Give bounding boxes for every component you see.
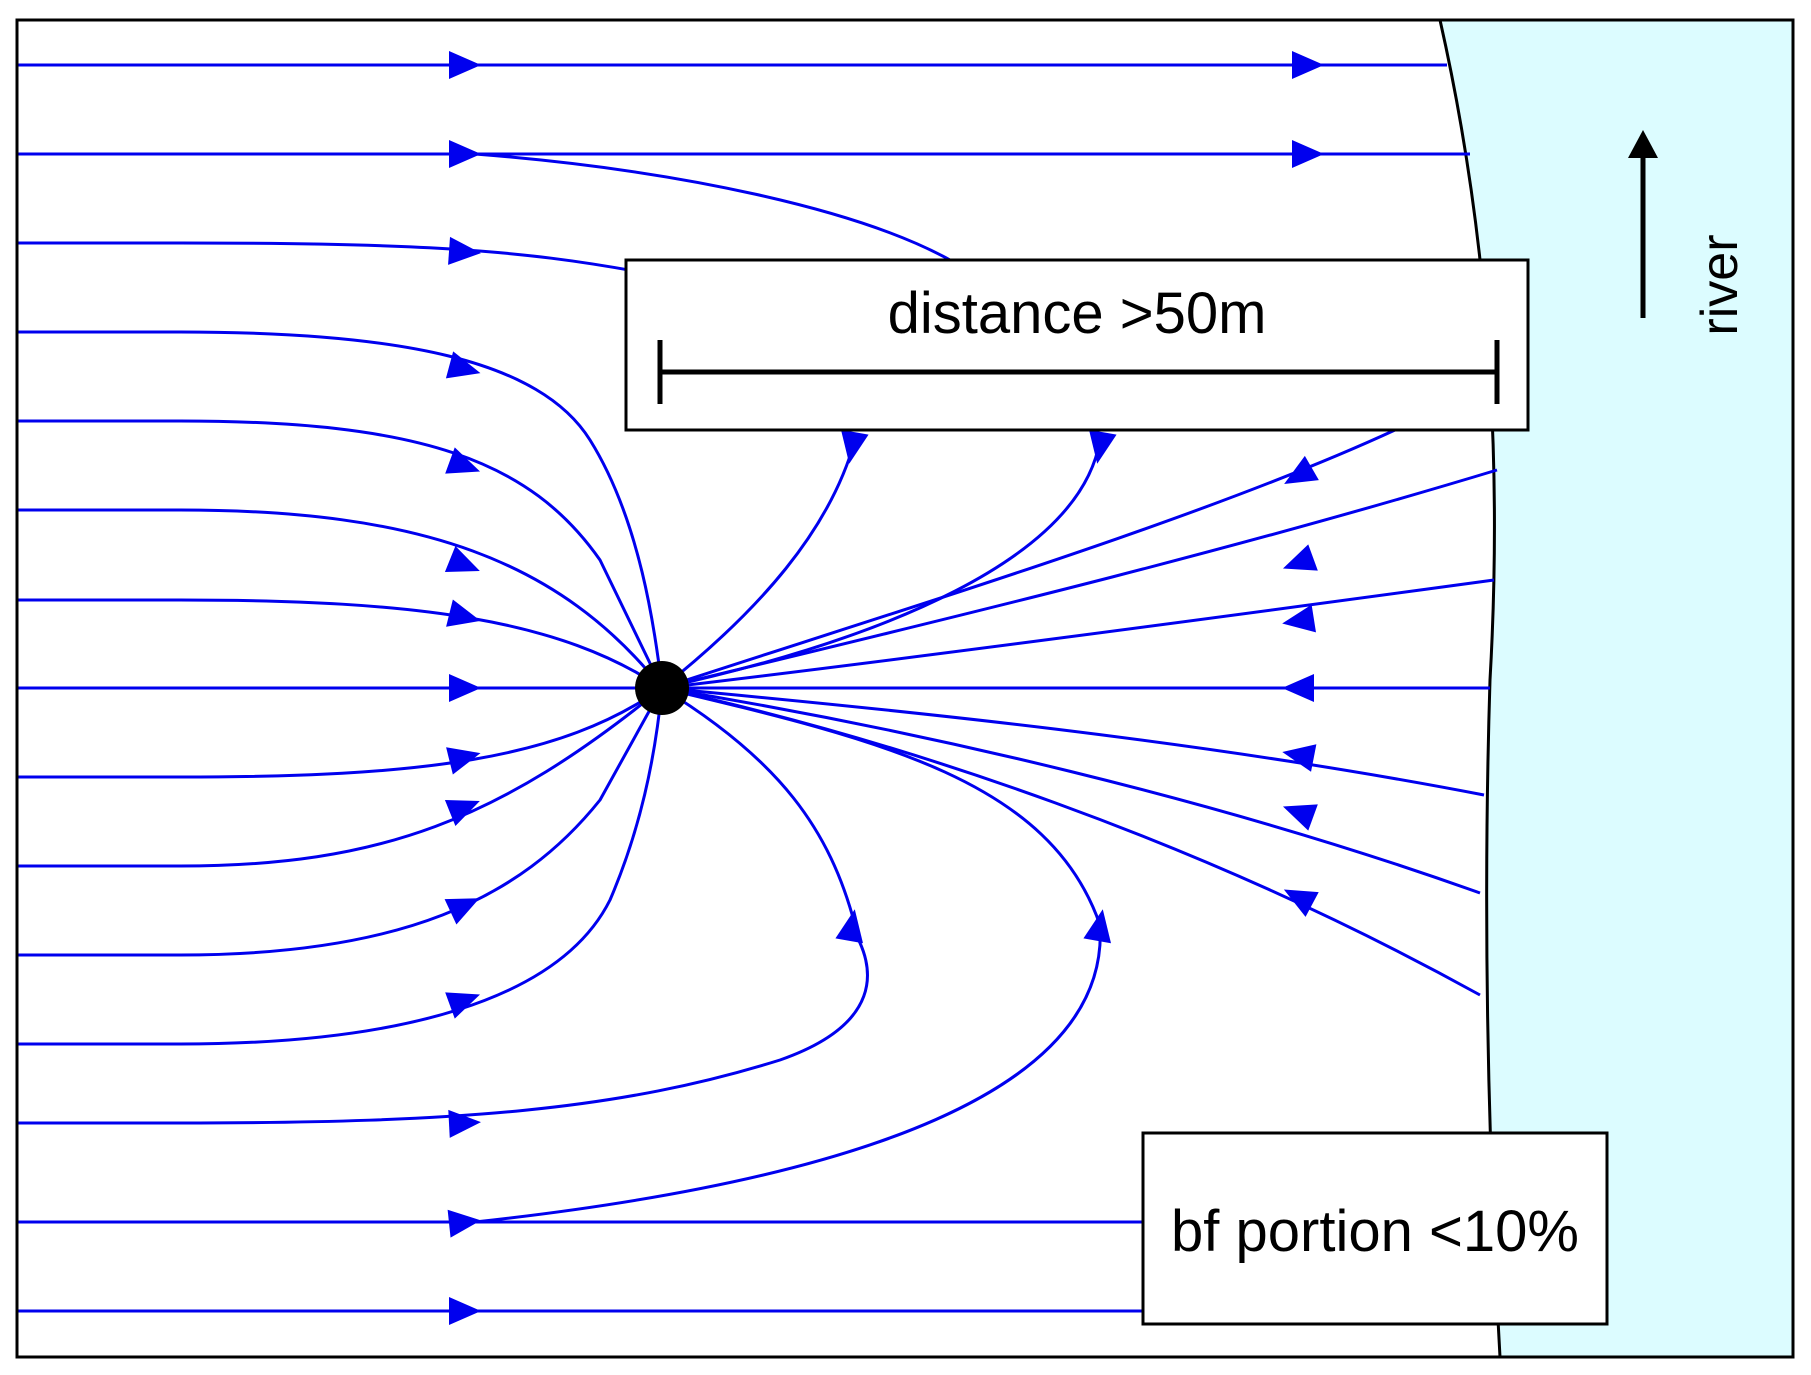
flow-arrow-icon (448, 236, 481, 265)
streamline-river-1 (661, 428, 1396, 690)
well-icon (635, 661, 689, 715)
flow-arrow-icon (1282, 674, 1314, 702)
streamline-capture-5 (18, 419, 664, 689)
flow-arrow-icon (445, 992, 481, 1019)
diagram-frame (15, 18, 1795, 1359)
streamline-capture-12 (18, 687, 664, 1046)
flow-arrow-icon (1282, 744, 1317, 772)
flow-arrow-icon (835, 909, 864, 944)
streamline-turn-2 (18, 924, 1102, 1224)
flow-arrow-icon (1282, 544, 1318, 571)
flow-arrow-icon (446, 747, 481, 775)
flow-arrow-icon (1292, 140, 1324, 168)
flow-arrow-icon (444, 800, 480, 826)
flow-arrow-icon (446, 599, 481, 627)
streamline-river-5 (661, 686, 1485, 797)
flow-lines (18, 63, 1498, 1313)
flow-arrow-icon (1283, 889, 1319, 917)
flow-arrow-icon (1083, 909, 1112, 944)
arrowheads (444, 51, 1324, 1325)
streamline-turn-4 (661, 686, 1102, 926)
flow-arrow-icon (448, 1109, 481, 1138)
streamline-turn-1 (18, 924, 869, 1125)
streamline-capture-7 (18, 598, 663, 690)
bf-portion-label: bf portion <10% (1171, 1199, 1579, 1264)
streamline-river-3 (661, 578, 1495, 690)
streamline-turn-upper-1 (661, 439, 857, 690)
flow-arrow-icon (444, 898, 480, 925)
streamline-turn-3 (661, 686, 857, 926)
flow-arrow-icon (449, 51, 481, 79)
flow-arrow-icon (1292, 51, 1324, 79)
distance-label: distance >50m (887, 281, 1267, 346)
distance-box (624, 258, 1530, 432)
streamline-capture-4 (18, 330, 664, 689)
bf-box (1141, 1131, 1609, 1326)
flow-arrow-icon (1088, 429, 1117, 464)
flow-arrow-icon (444, 546, 480, 572)
streamline-river-2 (661, 468, 1498, 690)
arrow-up-icon (1628, 130, 1658, 318)
flow-arrow-icon (445, 447, 481, 474)
streamline-turn-upper-2 (661, 439, 1102, 690)
flow-arrow-icon (1284, 455, 1319, 484)
streamline-capture-1 (474, 152, 951, 262)
distance-scale-bar (657, 340, 1500, 404)
flow-arrow-icon (449, 140, 481, 168)
streamline-capture-3 (18, 241, 641, 274)
streamline-capture-9 (18, 686, 663, 779)
streamline-capture-11 (18, 687, 664, 957)
flow-arrow-icon (449, 674, 481, 702)
flow-arrow-icon (445, 351, 481, 379)
streamline-river-7 (661, 686, 1481, 997)
flow-arrow-icon (1282, 804, 1318, 831)
river-label: river (1691, 234, 1749, 336)
streamline-river-6 (661, 686, 1481, 895)
streamline-capture-10 (18, 686, 663, 868)
flow-arrow-icon (449, 1297, 481, 1325)
flow-arrow-icon (1282, 604, 1316, 633)
flow-arrow-icon (840, 429, 869, 464)
streamline-capture-6 (18, 508, 664, 689)
flow-arrow-icon (447, 1209, 481, 1238)
